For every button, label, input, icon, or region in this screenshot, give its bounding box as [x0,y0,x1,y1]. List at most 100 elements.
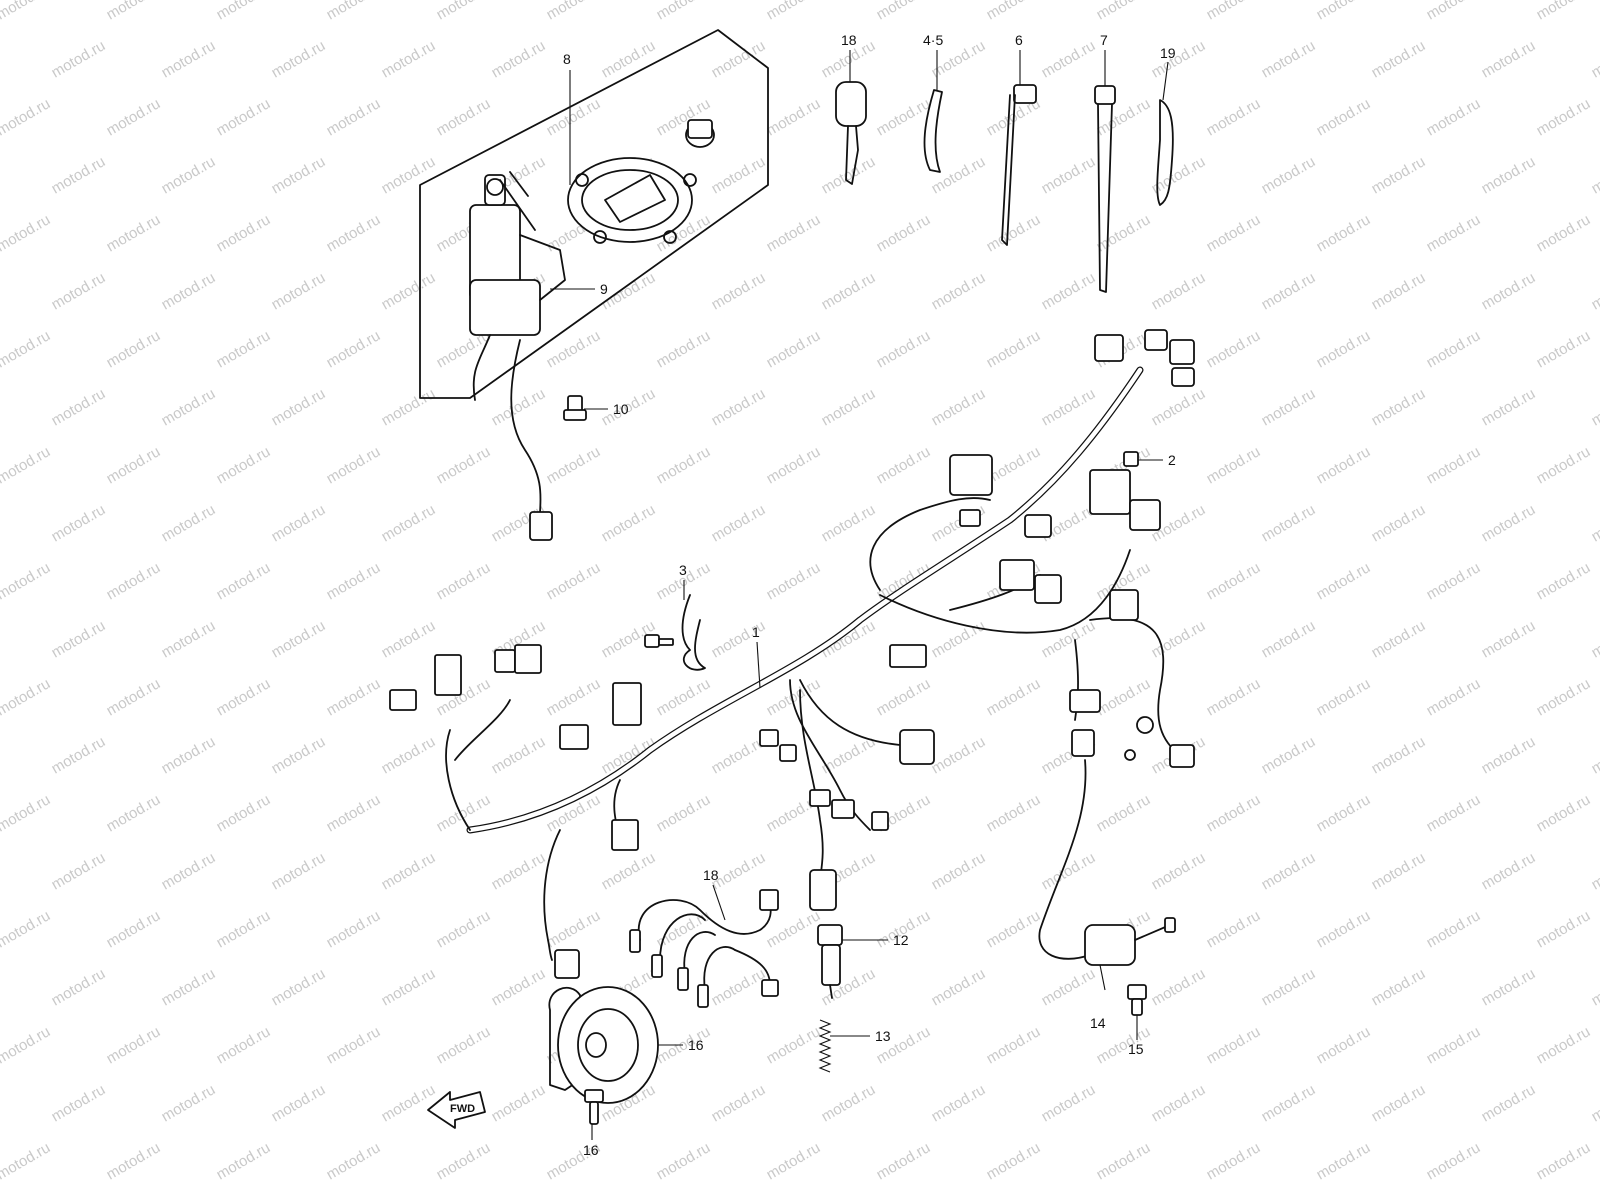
watermark-text: motod.ru [544,95,604,139]
callout-15: 16 [688,1037,704,1053]
watermark-text: motod.ru [764,95,824,139]
watermark-text: motod.ru [764,1139,824,1183]
harness-connectors [389,329,1195,979]
watermark-text: motod.ru [214,907,274,951]
watermark-text: motod.ru [214,327,274,371]
watermark-text: motod.ru [49,37,109,81]
watermark-text: motod.ru [764,327,824,371]
callout-17: 18 [841,32,857,48]
watermark-text: motod.ru [1534,1139,1594,1183]
watermark-text: motod.ru [269,385,329,429]
watermark-text: motod.ru [104,1139,164,1183]
watermark-text: motod.ru [434,907,494,951]
fwd-arrow: FWD [427,1091,486,1129]
clamp-part-19 [1156,99,1174,206]
watermark-text: motod.ru [1369,1081,1429,1125]
watermark-text: motod.ru [1039,617,1099,661]
watermark-text: motod.ru [544,559,604,603]
watermark-text: motod.ru [159,1081,219,1125]
watermark-text: motod.ru [819,153,879,197]
watermark-text: motod.ru [49,617,109,661]
watermark-text: motod.ru [0,1023,53,1067]
watermark-text: motod.ru [1094,211,1154,255]
watermark-text: motod.ru [764,1023,824,1067]
watermark-text: motod.ru [654,0,714,23]
watermark-text: motod.ru [1314,95,1374,139]
callout-3: 3 [679,562,687,578]
watermark-text: motod.ru [324,675,384,719]
watermark-text: motod.ru [1479,849,1539,893]
watermark-text: motod.ru [599,733,659,777]
watermark-text: motod.ru [1204,211,1264,255]
watermark-text: motod.ru [544,907,604,951]
watermark-text: motod.ru [0,907,53,951]
watermark-text: motod.ru [1589,733,1600,777]
watermark-text: motod.ru [269,269,329,313]
watermark-text: motod.ru [1204,791,1264,835]
watermark-text: motod.ru [1479,501,1539,545]
watermark-text: motod.ru [434,559,494,603]
watermark-text: motod.ru [214,211,274,255]
watermark-text: motod.ru [764,675,824,719]
watermark-text: motod.ru [1424,327,1484,371]
callout-16: 16 [583,1142,599,1158]
watermark-text: motod.ru [1589,385,1600,429]
watermark-text: motod.ru [324,1023,384,1067]
callout-2: 2 [1168,452,1176,468]
watermark-text: motod.ru [1589,269,1600,313]
ignition-lead [510,339,542,516]
watermark-text: motod.ru [104,327,164,371]
watermark-text: motod.ru [709,965,769,1009]
watermark-text: motod.ru [1204,1023,1264,1067]
watermark-text: motod.ru [1369,37,1429,81]
watermark-text: motod.ru [1259,385,1319,429]
watermark-text: motod.ru [379,153,439,197]
watermark-text: motod.ru [1479,1081,1539,1125]
watermark-text: motod.ru [1479,965,1539,1009]
watermark-text: motod.ru [709,385,769,429]
watermark-text: motod.ru [984,675,1044,719]
watermark-text: motod.ru [379,733,439,777]
watermark-text: motod.ru [1314,1139,1374,1183]
watermark-text: motod.ru [1534,1023,1594,1067]
watermark-text: motod.ru [214,1023,274,1067]
watermark-text: motod.ru [1369,617,1429,661]
watermark-text: motod.ru [214,559,274,603]
watermark-text: motod.ru [1204,907,1264,951]
watermark-text: motod.ru [599,37,659,81]
ignition-connector [529,511,553,541]
watermark-text: motod.ru [819,269,879,313]
watermark-text: motod.ru [874,0,934,23]
watermark-text: motod.ru [269,849,329,893]
watermark-text: motod.ru [1149,617,1209,661]
watermark-text: motod.ru [929,269,989,313]
watermark-text: motod.ru [1204,559,1264,603]
fwd-label: FWD [450,1103,475,1115]
watermark-text: motod.ru [1589,1081,1600,1125]
watermark-text: motod.ru [1149,385,1209,429]
watermark-text: motod.ru [0,443,53,487]
watermark-text: motod.ru [544,675,604,719]
watermark-text: motod.ru [1424,1023,1484,1067]
watermark-text: motod.ru [434,443,494,487]
watermark-text: motod.ru [764,443,824,487]
watermark-text: motod.ru [1039,965,1099,1009]
watermark-text: motod.ru [929,733,989,777]
watermark-text: motod.ru [984,907,1044,951]
watermark-text: motod.ru [214,0,274,23]
watermark-text: motod.ru [1314,675,1374,719]
watermark-text: motod.ru [269,965,329,1009]
watermark-text: motod.ru [1314,0,1374,23]
clamp-part-4-5 [923,89,943,173]
watermark-text: motod.ru [0,1139,53,1183]
watermark-text: motod.ru [984,791,1044,835]
watermark-text: motod.ru [1424,95,1484,139]
watermark-text: motod.ru [1424,559,1484,603]
watermark-text: motod.ru [984,1139,1044,1183]
watermark-text: motod.ru [1424,791,1484,835]
watermark-text: motod.ru [1479,617,1539,661]
watermark-text: motod.ru [379,1081,439,1125]
watermark-text: motod.ru [0,327,53,371]
watermark-text: motod.ru [1204,0,1264,23]
